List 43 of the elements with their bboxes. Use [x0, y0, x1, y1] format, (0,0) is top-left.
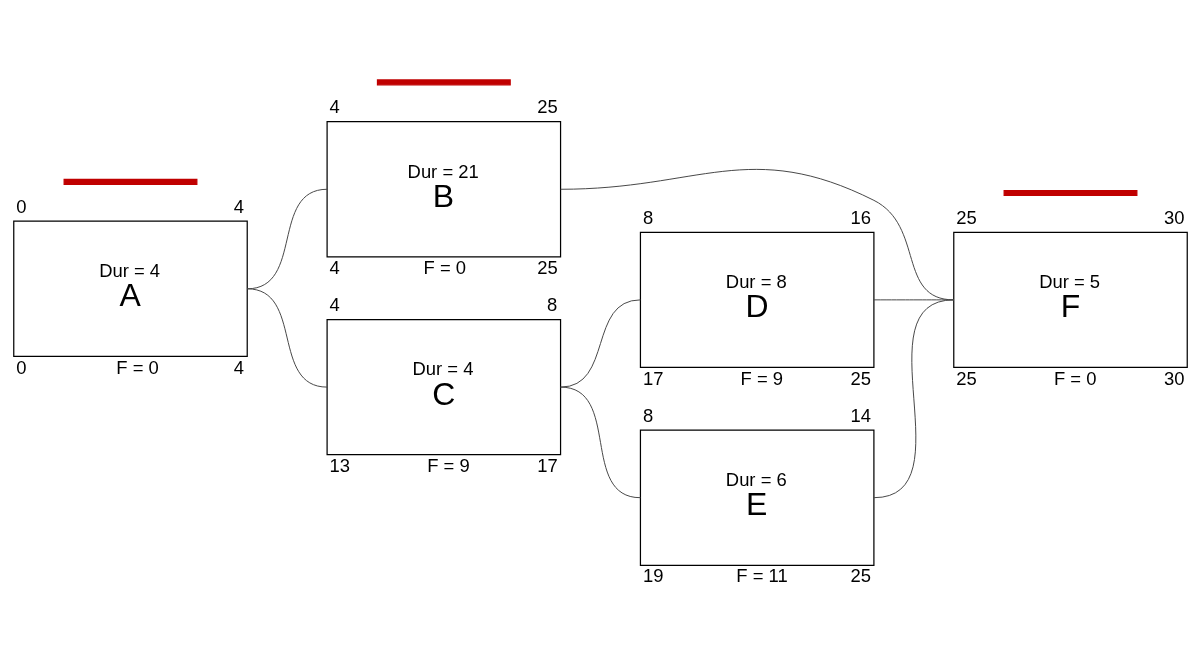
node-label: F = 11: [736, 565, 788, 587]
node-label: 17: [537, 454, 558, 476]
node-label: 4: [329, 96, 340, 118]
node-label: 25: [537, 96, 558, 118]
node-label: 8: [547, 293, 558, 315]
node-label: 14: [850, 404, 872, 426]
node-box: Dur = 6 E: [639, 429, 875, 566]
node-label: 13: [329, 454, 351, 476]
node-box: Dur = 21 B: [326, 121, 562, 258]
connector: [246, 288, 328, 388]
node-label: 25: [956, 367, 977, 389]
node-label: F = 9: [740, 367, 784, 389]
node-box: Dur = 5 F: [953, 231, 1188, 369]
node-bar: [63, 178, 198, 185]
connector: [873, 299, 955, 499]
node-label: F = 9: [427, 454, 470, 476]
node-label: 25: [850, 367, 872, 389]
node-label: F = 0: [116, 356, 159, 378]
node-label: 4: [233, 195, 244, 217]
connector: [560, 299, 641, 388]
node-label: 16: [850, 206, 872, 228]
node-label: F = 0: [1053, 367, 1097, 389]
node-bar: [1003, 189, 1138, 197]
node-label: 30: [1163, 206, 1185, 228]
node-label: 0: [16, 195, 27, 217]
node-label: 4: [233, 356, 244, 378]
node-label: 25: [956, 206, 977, 228]
node-label: 25: [537, 257, 558, 279]
node-label: 4: [329, 257, 340, 279]
node-label: F = 0: [423, 257, 467, 279]
node-box: Dur = 4 C: [326, 318, 562, 456]
node-label: 30: [1163, 367, 1185, 389]
node-label: 19: [642, 565, 664, 587]
node-label: 0: [16, 356, 27, 378]
node-label: 8: [642, 404, 654, 426]
node-bar: [376, 79, 511, 86]
node-label: 17: [642, 367, 664, 389]
connector: [560, 386, 641, 499]
node-label: 4: [329, 293, 340, 315]
node-box: Dur = 4 A: [13, 220, 248, 357]
node-box: Dur = 8 D: [639, 231, 875, 369]
node-label: 25: [850, 565, 872, 587]
node-label: 8: [642, 206, 654, 228]
